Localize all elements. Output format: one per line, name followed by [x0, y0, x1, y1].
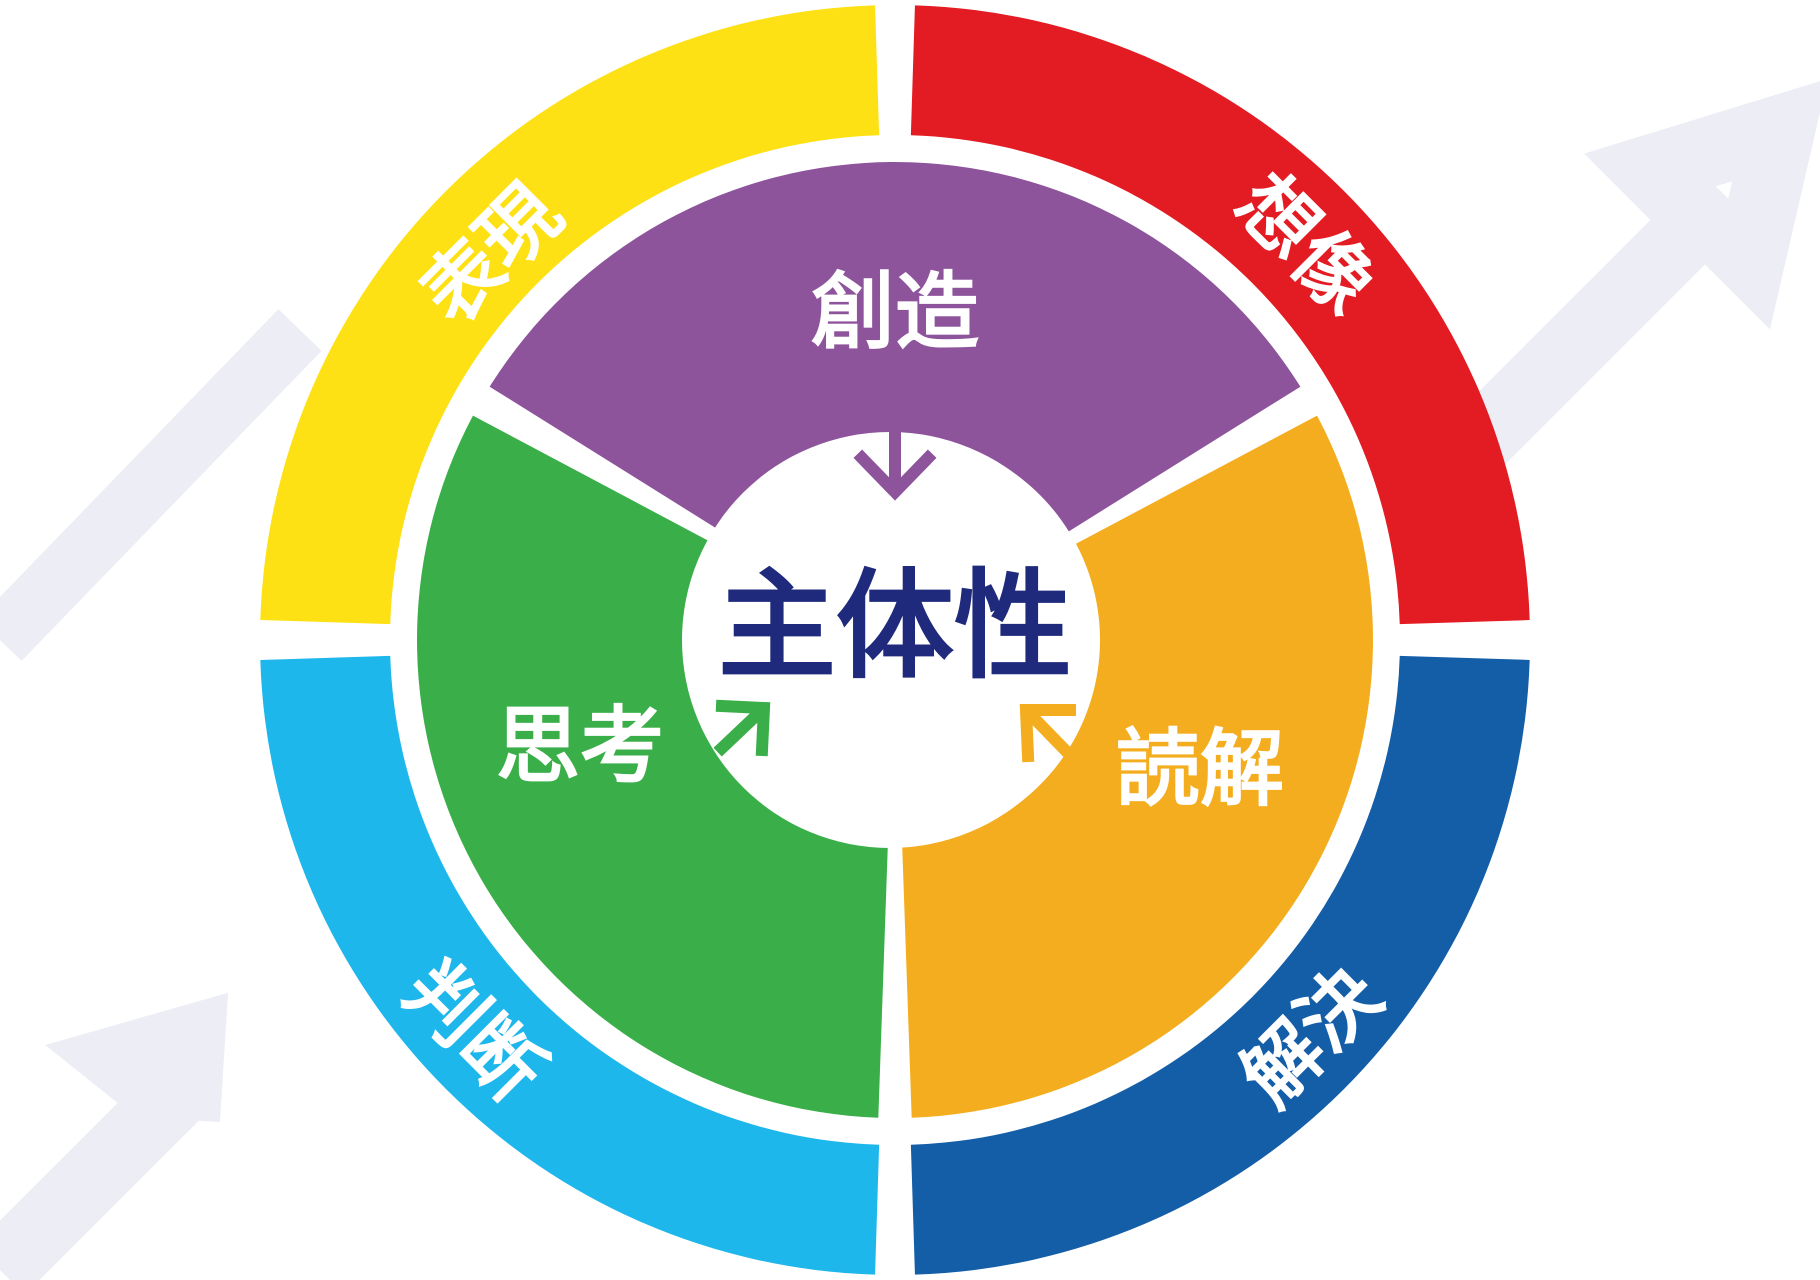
bg-arrow-upper-right: [1425, 81, 1820, 495]
inner-segment-sozo: [489, 162, 1301, 532]
inner-label-dokkai: 読解: [1116, 720, 1284, 818]
center-hub: [682, 432, 1098, 848]
bg-arrow-lower-left: [0, 992, 229, 1280]
arrows: [713, 412, 1076, 763]
arrow-up-left-icon: [1019, 704, 1076, 763]
inner-label-shiko: 思考: [496, 697, 664, 795]
arrow-down-icon: [853, 412, 937, 501]
inner-segment-dokkai: [902, 415, 1373, 1118]
outer-segment-hyogen: [260, 5, 880, 625]
center-label: 主体性: [718, 557, 1072, 695]
outer-segment-handan: [260, 655, 880, 1275]
bg-arrow-upper-left: [0, 309, 322, 661]
outer-segment-kaiketsu: [910, 655, 1530, 1275]
background-decoration: [0, 81, 1820, 1280]
inner-ring: [417, 162, 1373, 1118]
inner-segment-shiko: [417, 415, 888, 1118]
outer-ring: [260, 5, 1530, 1275]
arrow-up-right-icon: [713, 699, 771, 757]
outer-segment-soozo: [910, 5, 1530, 625]
inner-label-sozo: 創造: [811, 263, 979, 361]
